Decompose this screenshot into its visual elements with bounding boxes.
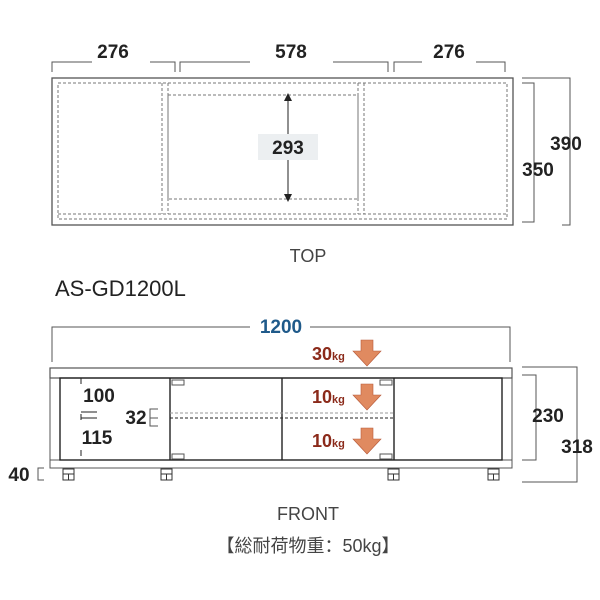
dim-bracket-center: [179, 61, 389, 72]
top-outline: [51, 77, 514, 226]
load-middle: 10kg: [312, 387, 345, 407]
dim-inner-height: 230: [532, 406, 564, 427]
dim-shelf-upper: 100: [83, 386, 115, 407]
dim-shelf-lower: 115: [82, 428, 113, 449]
dim-opening-depth: 293: [272, 138, 304, 159]
top-board: [49, 367, 513, 379]
dim-bracket-40: [37, 467, 44, 481]
down-arrow-icon: [352, 427, 382, 455]
dim-bracket-350: [522, 82, 535, 223]
down-arrow-icon: [352, 339, 382, 367]
casters: [62, 468, 500, 481]
dim-bracket-32: [149, 408, 158, 427]
hinge: [171, 379, 185, 386]
dim-bracket-right: [393, 61, 506, 72]
dim-caster-height: 40: [8, 465, 29, 486]
top-caption: TOP: [290, 246, 327, 266]
top-hidden-lines: [57, 82, 508, 220]
left-post: [49, 377, 61, 461]
load-bottom: 10kg: [312, 431, 345, 451]
bottom-board: [49, 459, 513, 469]
dim-center-width: 578: [275, 42, 307, 63]
dim-left-width: 276: [97, 42, 129, 63]
load-top: 30kg: [312, 344, 345, 364]
right-post: [501, 377, 513, 461]
front-view: [37, 326, 578, 483]
depth-label-bg: [258, 134, 318, 160]
hinge: [171, 453, 185, 460]
dim-bracket-230: [522, 374, 537, 461]
load-arrows: [352, 339, 382, 455]
dim-bracket-390: [522, 77, 571, 226]
down-arrow-icon: [352, 383, 382, 411]
hinge: [379, 453, 393, 460]
dim-total-depth: 390: [550, 134, 582, 155]
model-name: AS-GD1200L: [55, 276, 186, 301]
dim-total-height: 318: [561, 437, 593, 458]
top-view: [51, 61, 571, 226]
total-load-capacity: 【総耐荷物重：50kg】: [216, 536, 399, 556]
dim-bracket-318: [522, 366, 578, 483]
hinge: [379, 379, 393, 386]
dim-bracket-left: [51, 61, 176, 72]
dim-shelf-adjust: 32: [125, 408, 146, 429]
dim-total-width: 1200: [260, 317, 302, 338]
dim-right-width: 276: [433, 42, 465, 63]
dim-inner-depth: 350: [522, 160, 554, 181]
dim-bracket-1200: [51, 326, 511, 362]
front-caption: FRONT: [277, 504, 339, 524]
